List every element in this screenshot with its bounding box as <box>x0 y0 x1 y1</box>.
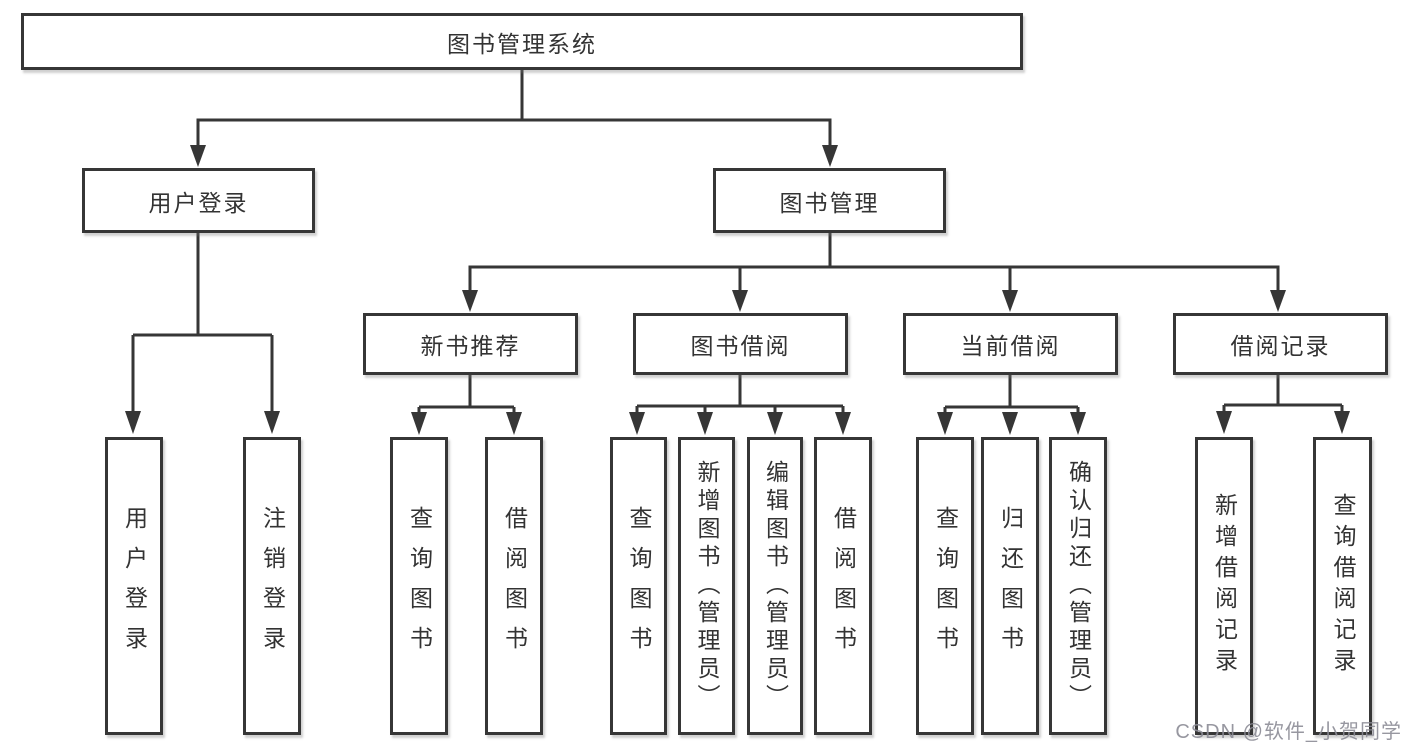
node-borrow-books-recommend: 借阅图书 <box>485 437 543 735</box>
node-new-book-recommendation: 新书推荐 <box>363 313 578 375</box>
node-label: 查询借阅记录 <box>1330 493 1356 679</box>
node-label: 借阅图书 <box>830 506 857 666</box>
node-label: 注销登录 <box>259 506 286 666</box>
node-label: 当前借阅 <box>960 333 1061 359</box>
node-edit-books-admin: 编辑图书（管理员） <box>747 437 803 735</box>
node-label: 用户登录 <box>148 189 249 216</box>
node-book-borrowing: 图书借阅 <box>633 313 848 375</box>
node-query-books-current: 查询图书 <box>916 437 974 735</box>
node-user-login: 用户登录 <box>82 168 315 233</box>
node-label: 借阅图书 <box>501 506 528 666</box>
node-current-borrowing: 当前借阅 <box>903 313 1118 375</box>
node-label: 归还图书 <box>997 506 1024 666</box>
node-add-borrow-record: 新增借阅记录 <box>1195 437 1253 735</box>
node-label: 编辑图书（管理员） <box>762 460 789 712</box>
node-label: 用户登录 <box>121 506 148 666</box>
node-label: 图书借阅 <box>690 333 791 359</box>
node-user-login-leaf: 用户登录 <box>105 437 163 735</box>
node-query-books-borrowing: 查询图书 <box>610 437 667 735</box>
node-borrowing-records: 借阅记录 <box>1173 313 1388 375</box>
node-label: 查询图书 <box>406 506 433 666</box>
node-query-books-recommend: 查询图书 <box>390 437 448 735</box>
node-label: 新书推荐 <box>420 333 521 359</box>
node-library-management-system: 图书管理系统 <box>21 13 1023 70</box>
node-query-borrow-record: 查询借阅记录 <box>1313 437 1372 735</box>
node-label: 查询图书 <box>932 506 959 666</box>
node-label: 确认归还（管理员） <box>1065 460 1092 712</box>
node-label: 图书管理系统 <box>447 30 597 57</box>
arrowhead-icons <box>125 145 1350 435</box>
node-label: 图书管理 <box>779 189 880 216</box>
node-logout: 注销登录 <box>243 437 301 735</box>
csdn-watermark: CSDN @软件_小贺同学 <box>1175 721 1402 743</box>
node-add-books-admin: 新增图书（管理员） <box>678 437 735 735</box>
node-label: 新增借阅记录 <box>1211 493 1238 679</box>
node-label: 新增图书（管理员） <box>694 460 720 712</box>
node-book-management: 图书管理 <box>713 168 946 233</box>
node-return-books: 归还图书 <box>981 437 1039 735</box>
node-borrow-books: 借阅图书 <box>814 437 872 735</box>
node-label: 查询图书 <box>626 506 652 666</box>
node-label: 借阅记录 <box>1230 333 1331 359</box>
node-confirm-return-admin: 确认归还（管理员） <box>1049 437 1107 735</box>
